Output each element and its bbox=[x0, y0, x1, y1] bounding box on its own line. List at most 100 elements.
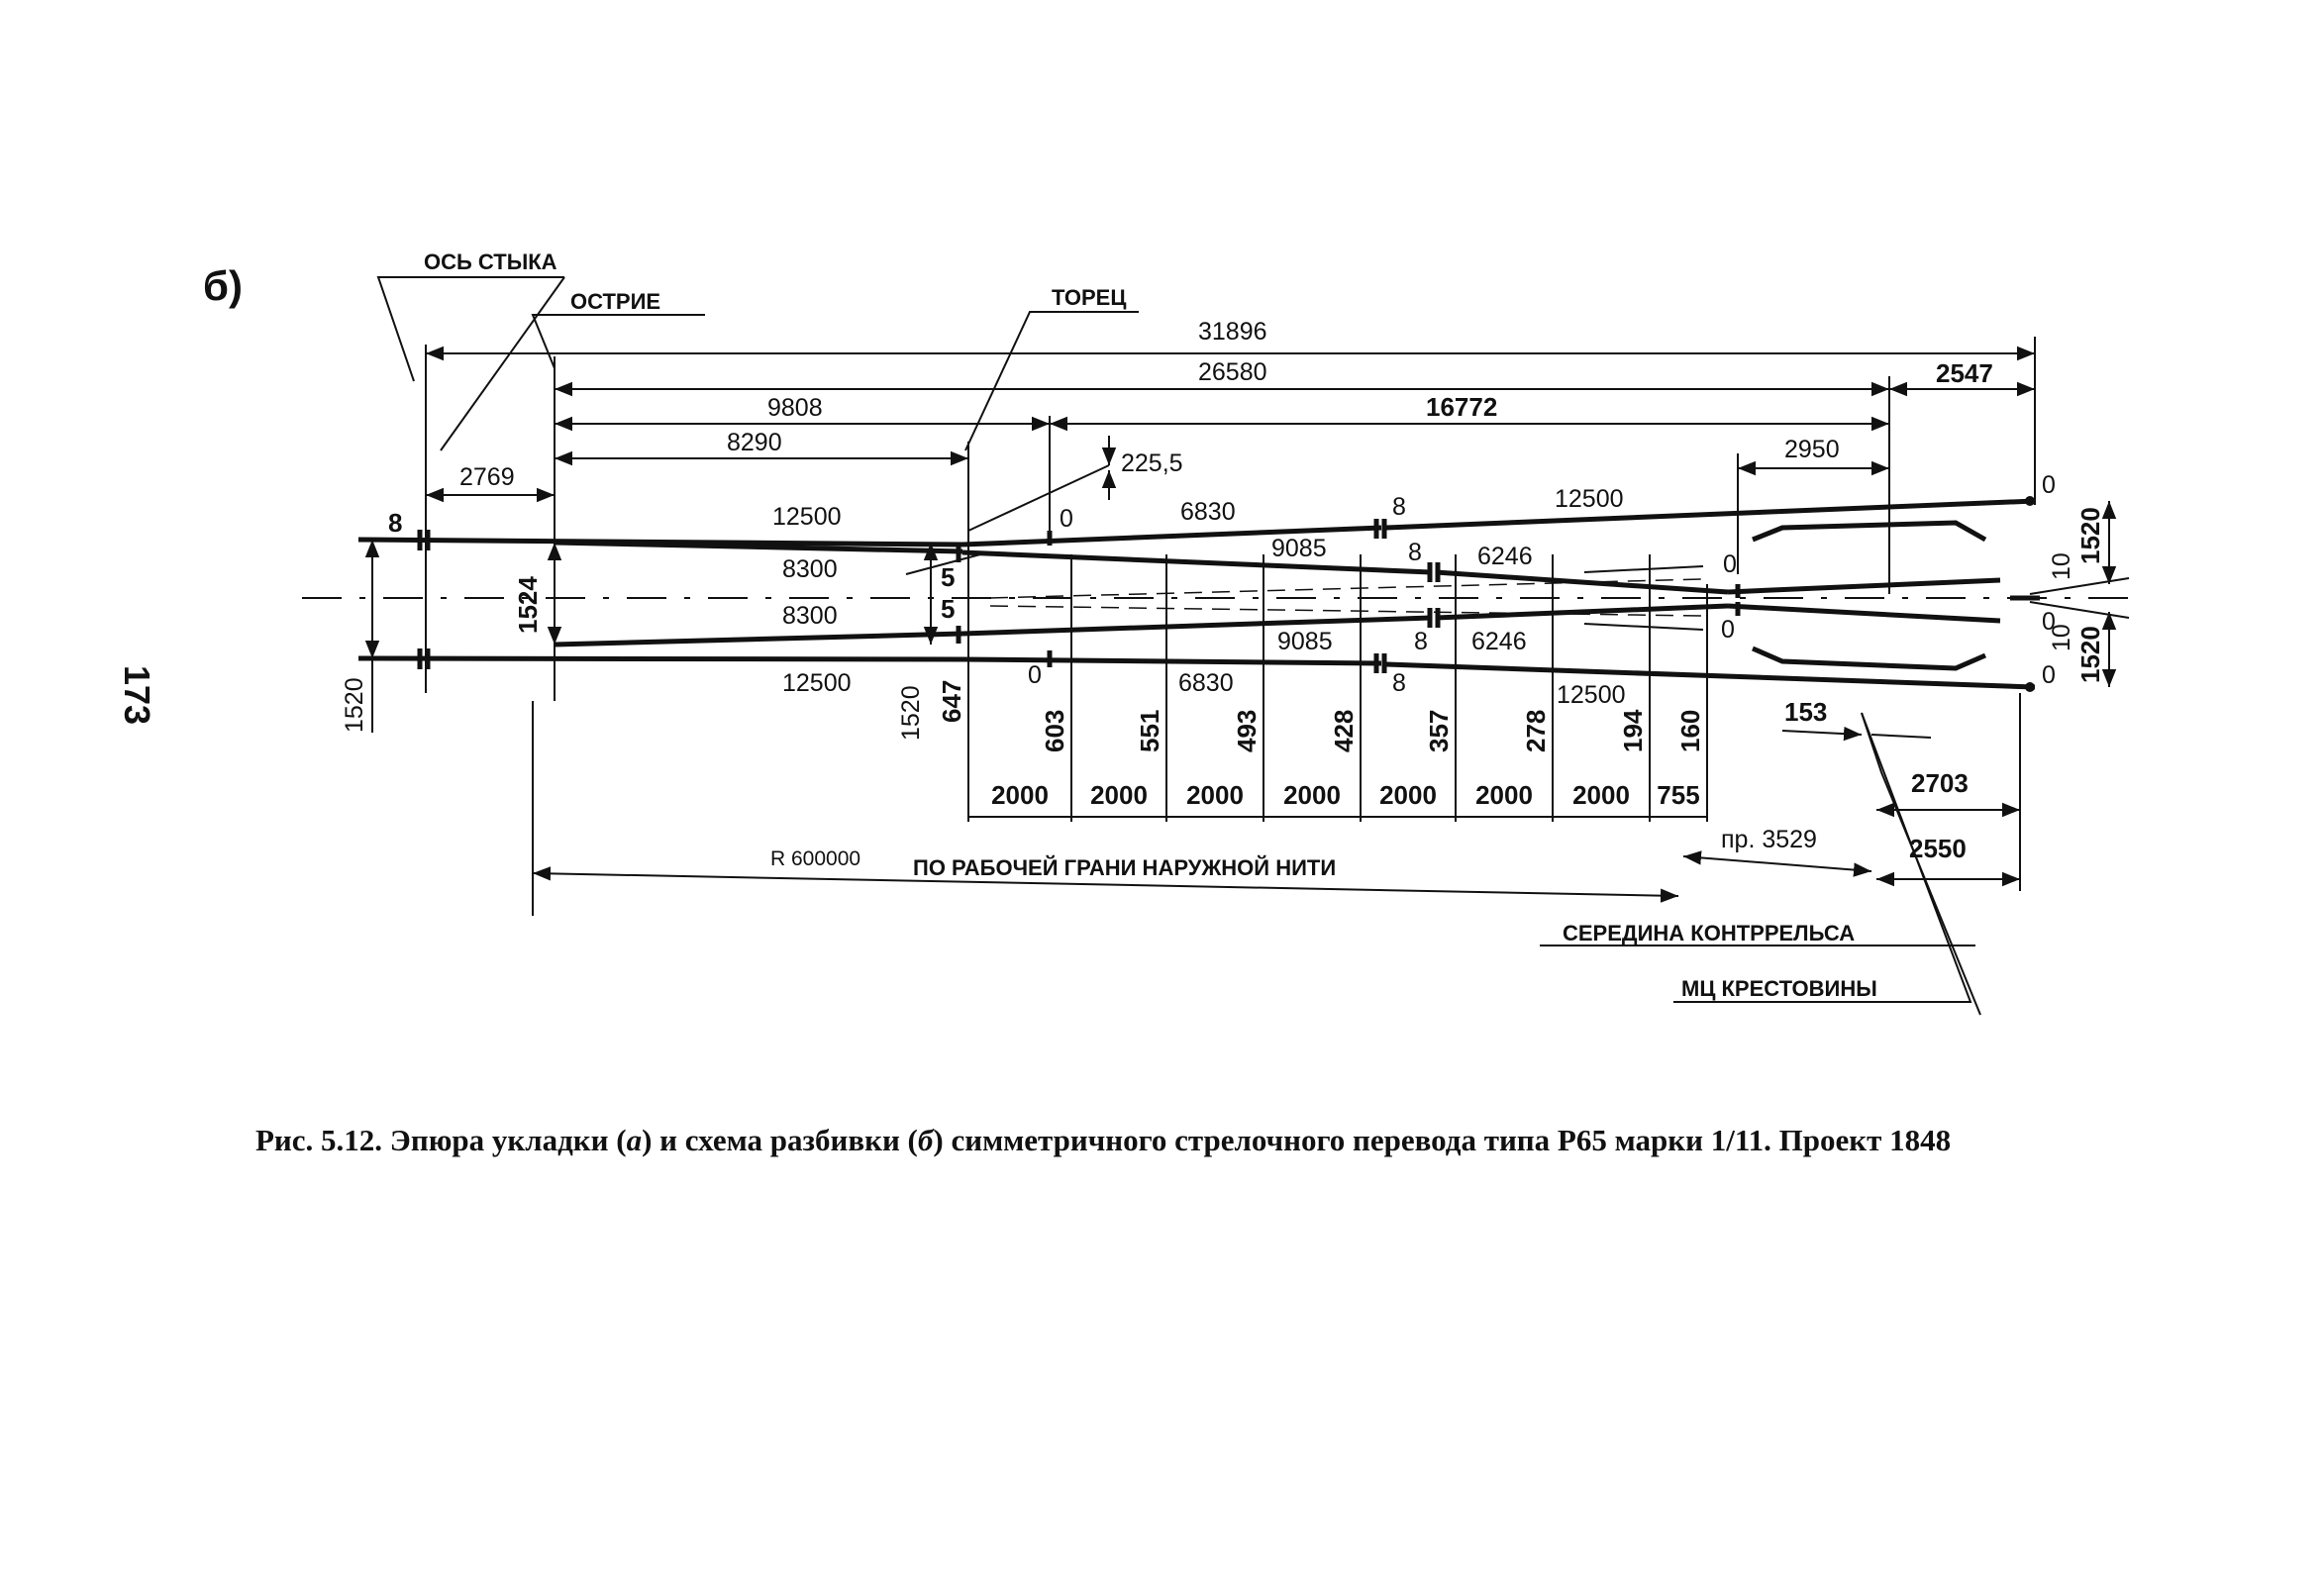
closure-rail-lower-inner bbox=[961, 615, 1432, 637]
v1520-right-top: 1520 bbox=[2075, 507, 2105, 564]
dimension-values: 31896 26580 2547 9808 16772 8290 2769 22… bbox=[459, 318, 1993, 863]
spacing-values: 2000 2000 2000 2000 2000 2000 2000 755 bbox=[991, 780, 1700, 810]
label-approx-3529: пр. 3529 bbox=[1721, 826, 1817, 853]
rail-12500-top-right: 12500 bbox=[1555, 485, 1624, 513]
switch-rail-upper bbox=[554, 540, 963, 554]
v1520-left: 1520 bbox=[341, 677, 368, 733]
diverging-outer-rail-upper-2 bbox=[1385, 498, 2036, 531]
gap-5-upper: 5 bbox=[941, 562, 955, 592]
offset-value: 357 bbox=[1424, 710, 1454, 752]
offset-value: 278 bbox=[1521, 710, 1551, 752]
diverging-outer-rail-upper bbox=[961, 525, 1382, 547]
diverging-outer-rail-lower bbox=[961, 656, 1382, 666]
closure-rail-upper-inner bbox=[961, 549, 1432, 575]
dim-8290: 8290 bbox=[727, 429, 782, 456]
gap-0-right-top: 0 bbox=[2042, 471, 2056, 499]
offset-value: 160 bbox=[1675, 710, 1705, 752]
v10-top: 10 bbox=[2048, 552, 2075, 580]
dim-225: 225,5 bbox=[1121, 449, 1183, 477]
v1520-mid: 1520 bbox=[897, 685, 925, 741]
offset-value: 603 bbox=[1040, 710, 1069, 752]
gap-values: 8 8 8 8 8 0 0 0 0 0 0 0 5 5 bbox=[388, 471, 2056, 697]
rail-8300-upper: 8300 bbox=[782, 555, 838, 583]
switch-rail-lower bbox=[554, 631, 963, 647]
offset-values: 603 551 493 428 357 278 194 160 bbox=[1040, 709, 1705, 752]
gap-0-right-mid: 0 bbox=[2042, 608, 2056, 636]
gap-0-heel-lower: 0 bbox=[1028, 661, 1042, 689]
rails bbox=[357, 498, 2130, 690]
gap-8-left: 8 bbox=[388, 508, 402, 538]
gap-0-right-bottom: 0 bbox=[2042, 661, 2056, 689]
rail-6246-lower: 6246 bbox=[1471, 628, 1527, 655]
spacing-value: 755 bbox=[1657, 780, 1699, 810]
spacing-value: 2000 bbox=[1186, 780, 1244, 810]
diverging-outer-rail-lower-2 bbox=[1385, 661, 2036, 690]
rail-9085-lower: 9085 bbox=[1277, 628, 1333, 655]
spacing-value: 2000 bbox=[1090, 780, 1148, 810]
spacing-value: 2000 bbox=[1475, 780, 1533, 810]
offset-value: 428 bbox=[1329, 710, 1359, 752]
stock-rail-upper-left bbox=[357, 537, 963, 547]
dim-16772: 16772 bbox=[1426, 392, 1497, 422]
v1520-right-bottom: 1520 bbox=[2075, 626, 2105, 683]
offset-value: 194 bbox=[1618, 709, 1648, 752]
dim-26580: 26580 bbox=[1198, 358, 1267, 386]
annotation-labels: ОСЬ СТЫКА ОСТРИЕ ТОРЕЦ СЕРЕДИНА КОНТРРЕЛ… bbox=[424, 249, 1877, 1001]
figure-caption: Рис. 5.12. Эпюра укладки (а) и схема раз… bbox=[255, 1123, 1952, 1157]
guard-rail-lower bbox=[1752, 646, 1986, 671]
gap-8-upper-joint: 8 bbox=[1392, 493, 1406, 521]
gap-0-frog-lower: 0 bbox=[1721, 616, 1735, 644]
label-guard-rail-middle: СЕРЕДИНА КОНТРРЕЛЬСА bbox=[1563, 921, 1855, 945]
vertical-dimension-values: 1520 1524 1520 647 1520 1520 10 10 bbox=[341, 507, 2105, 741]
rail-joints bbox=[417, 496, 2035, 692]
dim-2550: 2550 bbox=[1909, 834, 1967, 863]
dim-2950: 2950 bbox=[1784, 436, 1840, 463]
dim-total: 31896 bbox=[1198, 318, 1267, 346]
dim-9808: 9808 bbox=[767, 394, 823, 422]
rail-6830-upper: 6830 bbox=[1180, 498, 1236, 526]
v1524: 1524 bbox=[513, 576, 543, 634]
spacing-value: 2000 bbox=[1379, 780, 1437, 810]
rail-12500-bottom-right: 12500 bbox=[1557, 681, 1626, 709]
rail-8300-lower: 8300 bbox=[782, 602, 838, 630]
guard-rail-upper bbox=[1752, 520, 1987, 543]
label-frog-center: МЦ КРЕСТОВИНЫ bbox=[1681, 976, 1877, 1001]
gap-0-frog-upper: 0 bbox=[1723, 550, 1737, 578]
label-radius-note: ПО РАБОЧЕЙ ГРАНИ НАРУЖНОЙ НИТИ bbox=[913, 855, 1336, 880]
label-joint-axis: ОСЬ СТЫКА bbox=[424, 249, 557, 274]
ordinate-grid bbox=[967, 554, 1708, 822]
gap-5-lower: 5 bbox=[941, 594, 955, 624]
label-point-tip: ОСТРИЕ bbox=[570, 289, 660, 314]
closure-rail-lower-inner-2 bbox=[1435, 603, 1729, 621]
v647: 647 bbox=[937, 680, 966, 723]
frog-wing-lower bbox=[1727, 603, 2001, 624]
dim-2547: 2547 bbox=[1936, 358, 1993, 388]
offset-value: 551 bbox=[1135, 710, 1164, 752]
spacing-value: 2000 bbox=[1283, 780, 1341, 810]
gap-8-lower-inner: 8 bbox=[1414, 628, 1428, 655]
rail-6830-lower: 6830 bbox=[1178, 669, 1234, 697]
rail-9085-upper: 9085 bbox=[1271, 535, 1327, 562]
rail-6246-upper: 6246 bbox=[1477, 543, 1533, 570]
dim-2703: 2703 bbox=[1911, 768, 1969, 798]
frog-wing-upper bbox=[1727, 577, 2001, 595]
panel-label: б) bbox=[203, 262, 243, 309]
rail-12500-bottom-left: 12500 bbox=[782, 669, 852, 697]
page-number: 173 bbox=[117, 665, 157, 725]
offset-value: 493 bbox=[1232, 710, 1262, 752]
v10-bottom: 10 bbox=[2048, 624, 2075, 651]
gap-0-heel-upper: 0 bbox=[1060, 505, 1073, 533]
gap-8-upper-inner: 8 bbox=[1408, 539, 1422, 566]
rail-12500-top-left: 12500 bbox=[772, 503, 842, 531]
dimension-lines bbox=[364, 346, 2117, 903]
rail-length-labels: 12500 12500 12500 12500 8300 8300 6830 6… bbox=[772, 485, 1626, 709]
spacing-value: 2000 bbox=[1572, 780, 1630, 810]
leader-lines bbox=[376, 276, 1981, 1016]
label-heel-end: ТОРЕЦ bbox=[1052, 285, 1126, 310]
stock-rail-lower-left bbox=[357, 655, 963, 662]
label-radius: R 600000 bbox=[770, 847, 860, 870]
dim-153: 153 bbox=[1784, 697, 1827, 727]
spacing-value: 2000 bbox=[991, 780, 1049, 810]
dim-2769: 2769 bbox=[459, 463, 515, 491]
